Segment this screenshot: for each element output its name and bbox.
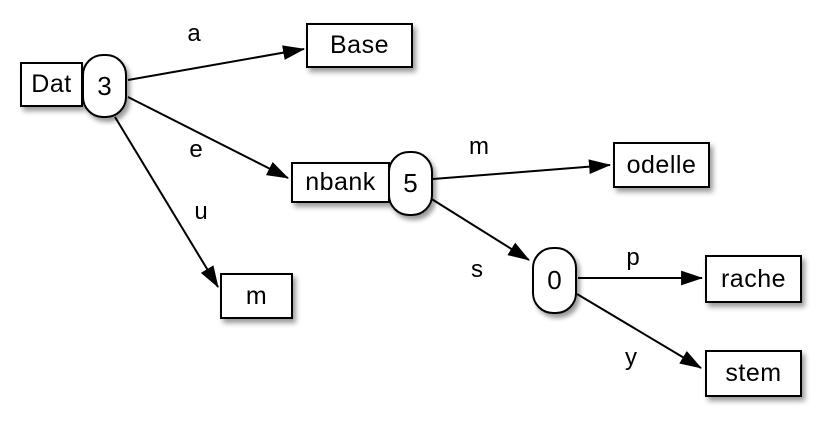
edge-s-arrow	[429, 197, 530, 261]
edge-e-arrow	[127, 96, 289, 179]
edge-a-arrow	[127, 45, 306, 81]
count-label-5: 5	[403, 168, 418, 198]
node-box-nbank: nbank	[291, 162, 390, 203]
edge-m-arrow	[432, 159, 612, 180]
node-label-nbank: nbank	[305, 168, 376, 196]
edge-label-u: u	[194, 198, 208, 225]
node-box-rache: rache	[705, 255, 802, 303]
node-count-0: 0	[532, 247, 577, 314]
node-label-odelle: odelle	[626, 150, 697, 179]
node-label-rache: rache	[720, 264, 787, 293]
node-label-base: Base	[330, 31, 389, 59]
node-box-stem: stem	[705, 350, 802, 397]
node-count-5: 5	[388, 151, 433, 216]
node-label-m: m	[245, 281, 268, 310]
edge-label-s: s	[471, 256, 483, 283]
edge-label-e: e	[189, 136, 203, 163]
count-label-0: 0	[547, 265, 562, 295]
edge-label-a: a	[187, 20, 201, 47]
node-box-m: m	[220, 273, 293, 319]
edge-y-arrow	[576, 293, 702, 369]
edge-label-p: p	[626, 244, 640, 271]
node-count-3: 3	[82, 54, 127, 118]
node-label-dat: Dat	[31, 70, 72, 98]
edge-label-m: m	[469, 133, 489, 160]
node-label-stem: stem	[725, 359, 782, 387]
edge-label-y: y	[625, 344, 637, 371]
node-box-dat: Dat	[20, 62, 83, 107]
node-box-base: Base	[306, 23, 413, 68]
edge-u-arrow	[114, 116, 219, 288]
node-box-odelle: odelle	[613, 142, 710, 188]
count-label-3: 3	[97, 70, 112, 101]
